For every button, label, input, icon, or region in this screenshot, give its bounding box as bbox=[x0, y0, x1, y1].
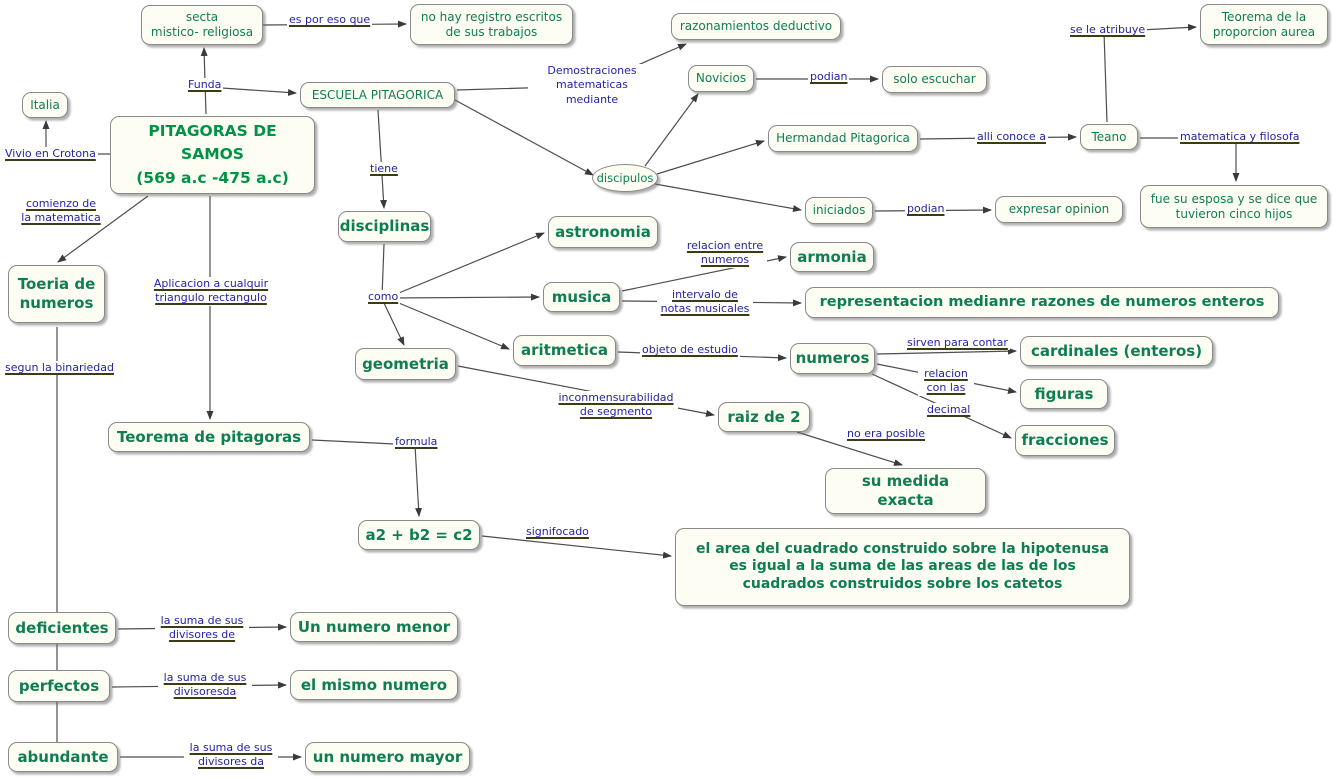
edge-teano-esposa bbox=[1140, 137, 1240, 182]
node-pitagoras-de-samos[interactable]: PITAGORAS DE SAMOS (569 a.c -475 a.c) bbox=[110, 116, 315, 194]
edge-discipulos-novicios bbox=[644, 93, 699, 167]
node-teoria-de-numeros[interactable]: Toeria de numeros bbox=[8, 265, 105, 323]
link-label-sirven-para-contar[interactable]: sirven para contar bbox=[905, 336, 1010, 351]
node-disciplinas[interactable]: disciplinas bbox=[338, 211, 431, 242]
node-novicios[interactable]: Novicios bbox=[688, 65, 754, 92]
node-secta-mistico-religiosa[interactable]: secta mistico- religiosa bbox=[141, 5, 263, 45]
edge-numeros-cardinales bbox=[876, 347, 1017, 355]
edge-teorema-formula bbox=[311, 439, 423, 517]
node-astronomia[interactable]: astronomia bbox=[548, 216, 658, 248]
link-label-inconmensurabilidad[interactable]: inconmensurabilidad de segmento bbox=[554, 391, 678, 420]
node-teorema-de-pitagoras[interactable]: Teorema de pitagoras bbox=[108, 422, 310, 452]
node-fue-su-esposa[interactable]: fue su esposa y se dice que tuvieron cin… bbox=[1140, 185, 1328, 228]
edge-raiz2-medida bbox=[796, 431, 903, 466]
node-formula-a2-b2-c2[interactable]: a2 + b2 = c2 bbox=[358, 520, 480, 550]
link-label-signifocado[interactable]: signifocado bbox=[524, 525, 591, 540]
edge-escuela-disciplinas bbox=[377, 109, 388, 209]
edge-como-aritmetica bbox=[393, 300, 510, 350]
edge-formula-significado bbox=[481, 535, 672, 559]
node-un-numero-mayor[interactable]: un numero mayor bbox=[305, 742, 470, 772]
edge-disciplinas-como bbox=[381, 243, 385, 298]
link-label-decimal[interactable]: decimal bbox=[925, 403, 973, 418]
node-solo-escuchar[interactable]: solo escuchar bbox=[882, 66, 987, 93]
link-label-tiene[interactable]: tiene bbox=[368, 162, 400, 177]
edge-como-astronomia bbox=[393, 232, 545, 296]
edge-pitagoras-teoria bbox=[57, 195, 149, 263]
node-figuras[interactable]: figuras bbox=[1020, 379, 1108, 409]
link-label-podian-iniciados[interactable]: podian bbox=[905, 202, 947, 217]
node-iniciados[interactable]: iniciados bbox=[805, 197, 873, 224]
node-hermandad-pitagorica[interactable]: Hermandad Pitagorica bbox=[768, 125, 918, 152]
link-label-como[interactable]: como bbox=[366, 290, 401, 305]
node-musica[interactable]: musica bbox=[543, 282, 620, 312]
link-label-matematica-filosofa[interactable]: matematica y filosofa bbox=[1178, 130, 1302, 145]
link-label-suma-divisores-da[interactable]: la suma de sus divisores da bbox=[184, 741, 278, 770]
node-italia[interactable]: Italia bbox=[22, 92, 68, 118]
edge-discipulos-hermandad bbox=[656, 140, 765, 175]
link-label-alli-conoce-a[interactable]: alli conoce a bbox=[975, 130, 1048, 145]
node-teorema-proporcion-aurea[interactable]: Teorema de la proporcion aurea bbox=[1200, 4, 1328, 45]
node-fracciones[interactable]: fracciones bbox=[1015, 425, 1115, 456]
node-su-medida-exacta[interactable]: su medida exacta bbox=[825, 468, 986, 514]
edge-como-geometria bbox=[382, 300, 405, 346]
link-label-segun-binariedad[interactable]: segun la binariedad bbox=[3, 361, 117, 376]
edge-como-musica bbox=[393, 293, 540, 301]
node-razonamientos-deductivo[interactable]: razonamientos deductivo bbox=[671, 13, 841, 40]
node-significado-hipotenusa[interactable]: el area del cuadrado construido sobre la… bbox=[675, 528, 1130, 606]
link-label-formula[interactable]: formula bbox=[393, 435, 440, 450]
link-label-funda[interactable]: Funda bbox=[186, 78, 224, 93]
link-label-intervalo-notas[interactable]: intervalo de notas musicales bbox=[657, 288, 753, 317]
link-label-suma-divisores-de[interactable]: la suma de sus divisores de bbox=[155, 614, 249, 643]
node-expresar-opinion[interactable]: expresar opinion bbox=[995, 196, 1123, 223]
link-label-demostraciones[interactable]: Demostraciones matematicas mediante bbox=[528, 64, 656, 107]
link-label-suma-divisoresda[interactable]: la suma de sus divisoresda bbox=[158, 671, 252, 700]
link-label-podian-novicios[interactable]: podian bbox=[808, 70, 850, 85]
node-escuela-pitagorica[interactable]: ESCUELA PITAGORICA bbox=[300, 82, 455, 108]
link-label-se-le-atribuye[interactable]: se le atribuye bbox=[1068, 23, 1148, 38]
node-un-numero-menor[interactable]: Un numero menor bbox=[290, 612, 458, 642]
node-no-hay-registro[interactable]: no hay registro escritos de sus trabajos bbox=[410, 4, 573, 45]
node-representacion-razones[interactable]: representacion medianre razones de numer… bbox=[805, 287, 1279, 318]
edge-escuela-discipulos bbox=[454, 99, 594, 176]
node-raiz-de-2[interactable]: raiz de 2 bbox=[718, 402, 810, 432]
link-label-aplicacion-triangulo[interactable]: Aplicacion a cualquir triangulo rectangu… bbox=[148, 277, 274, 306]
node-perfectos[interactable]: perfectos bbox=[8, 670, 110, 702]
link-label-vivio-en-crotona[interactable]: Vivio en Crotona bbox=[3, 147, 98, 162]
node-geometria[interactable]: geometria bbox=[355, 348, 456, 380]
link-label-comienzo-matematica[interactable]: comienzo de la matematica bbox=[16, 197, 106, 226]
link-label-es-por-eso-que[interactable]: es por eso que bbox=[287, 13, 373, 28]
node-aritmetica[interactable]: aritmetica bbox=[513, 335, 616, 366]
edge-teano-aurea bbox=[1103, 23, 1197, 123]
node-numeros[interactable]: numeros bbox=[790, 343, 875, 374]
edge-discipulos-iniciados bbox=[654, 183, 802, 213]
node-cardinales-enteros[interactable]: cardinales (enteros) bbox=[1020, 336, 1213, 366]
node-deficientes[interactable]: deficientes bbox=[8, 612, 116, 644]
link-label-no-era-posible[interactable]: no era posible bbox=[845, 427, 928, 442]
node-teano[interactable]: Teano bbox=[1080, 124, 1138, 150]
node-el-mismo-numero[interactable]: el mismo numero bbox=[290, 670, 458, 700]
link-label-relacion-con-las[interactable]: relacion con las bbox=[918, 367, 974, 396]
link-label-relacion-entre-numeros[interactable]: relacion entre numeros bbox=[683, 239, 767, 268]
node-abundante[interactable]: abundante bbox=[8, 742, 118, 772]
node-discipulos[interactable]: discipulos bbox=[592, 164, 658, 192]
link-label-objeto-de-estudio[interactable]: objeto de estudio bbox=[640, 343, 740, 358]
node-armonia[interactable]: armonia bbox=[790, 242, 874, 272]
